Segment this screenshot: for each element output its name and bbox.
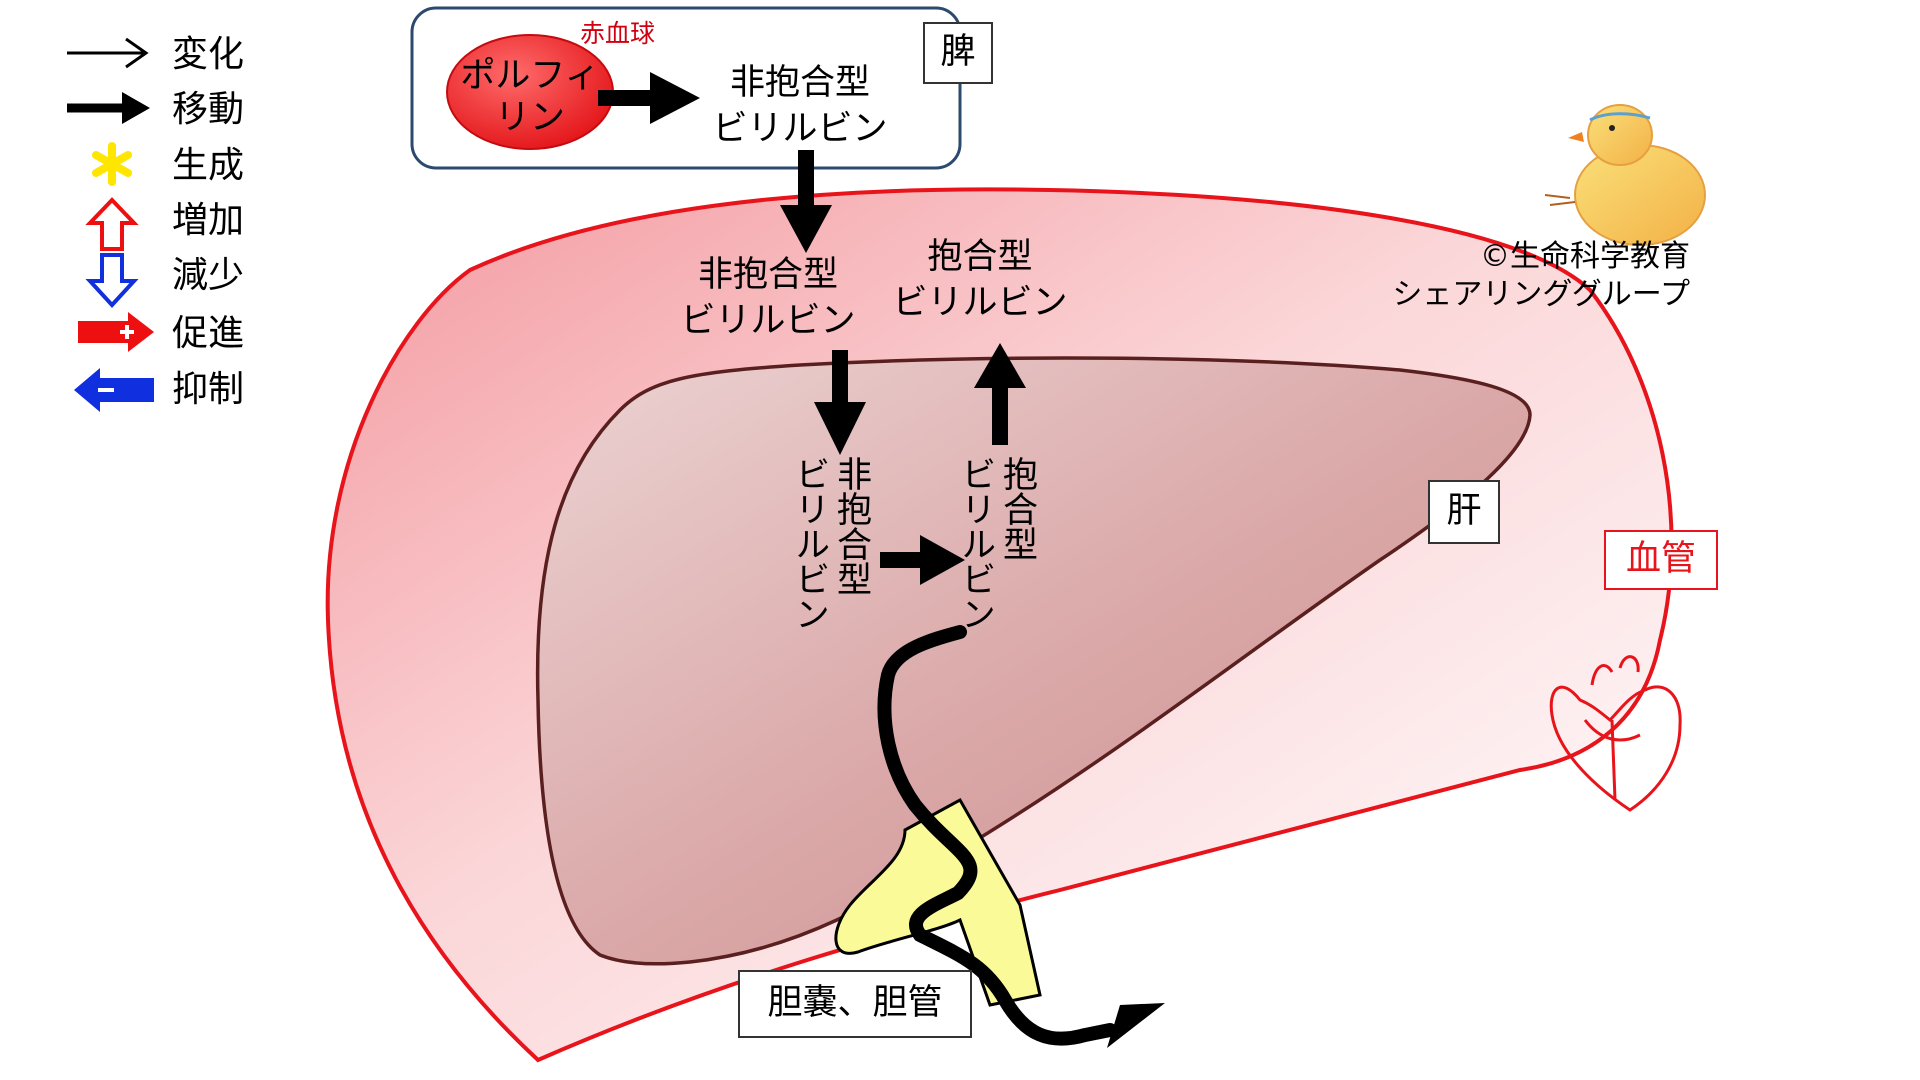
liver-unconjugated-line-1: 非抱合型 [831,456,871,596]
move-arrow-blood-to-liver [814,350,866,455]
rbc-label: 赤血球 [580,19,656,48]
legend-label: 抑制 [172,369,245,410]
porphyrin-label: ポルフィ リン [450,55,610,139]
liver-conjugated-line-2: ビリルビン [955,456,995,631]
move-arrow-liver-to-blood [974,343,1026,445]
hollow-arrow-up-icon [85,197,139,251]
thick-arrow-right-icon [67,92,150,124]
move-arrow-conjugation [880,535,965,585]
thin-arrow-right-icon [67,37,149,69]
legend-item-move: 移動 [64,86,264,136]
blood-unconjugated-line-1: 非抱合型 [697,255,838,295]
asterisk-icon [92,142,132,186]
blood-unconjugated-label: 非抱合型 ビリルビン [668,252,868,344]
spleen-label: 脾 [923,22,993,84]
blood-conjugated-line-2: ビリルビン [892,283,1068,323]
move-arrow-spleen [598,72,700,124]
legend-item-generate: 生成 [64,142,264,192]
liver-conjugated-label: 抱合型 ビリルビン [954,456,1038,666]
legend-label: 促進 [172,313,245,354]
legend-item-inhibit: 抑制 [64,366,264,416]
plus-arrow-right-icon [78,312,154,352]
blood-conjugated-line-1: 抱合型 [927,237,1033,277]
blood-unconjugated-line-2: ビリルビン [680,301,856,341]
blood-vessel-label: 血管 [1604,530,1718,590]
legend-label: 移動 [172,89,245,130]
credit-line-2: シェアリンググループ [1392,277,1690,312]
gallbladder-label: 胆嚢、胆管 [738,970,972,1038]
legend-label: 増加 [172,200,245,241]
legend-label: 変化 [172,34,245,75]
liver-conjugated-line-1: 抱合型 [997,456,1037,561]
bile-flow-line [877,625,1117,1046]
spleen-unconjugated-line-2: ビリルビン [712,109,888,149]
liver-unconjugated-label: 非抱合型 ビリルビン [788,456,872,666]
minus-arrow-left-icon [74,368,154,412]
blood-conjugated-label: 抱合型 ビリルビン [880,234,1080,326]
porphyrin-line-1: ポルフィ [460,56,600,96]
heart-icon [1549,655,1682,812]
spleen-unconjugated-line-1: 非抱合型 [729,63,870,103]
spleen-unconjugated-label: 非抱合型 ビリルビン [700,60,900,152]
credit-line-1: ©生命科学教育 [1480,239,1690,274]
move-arrow-spleen-to-blood [780,150,832,253]
hollow-arrow-down-icon [85,253,139,308]
bile-flow-arrowhead [1107,1003,1165,1048]
legend-label: 生成 [172,145,245,186]
legend-item-increase: 増加 [64,197,264,251]
liver-label: 肝 [1428,480,1500,544]
liver-unconjugated-line-2: ビリルビン [789,456,829,631]
porphyrin-line-2: リン [494,98,565,138]
legend-item-decrease: 減少 [64,252,264,308]
chick-mascot [1544,104,1706,246]
legend-label: 減少 [172,255,245,296]
legend-item-change: 変化 [64,31,264,81]
legend-item-promote: 促進 [64,310,264,360]
credit-text: ©生命科学教育 シェアリンググループ [1350,238,1690,314]
